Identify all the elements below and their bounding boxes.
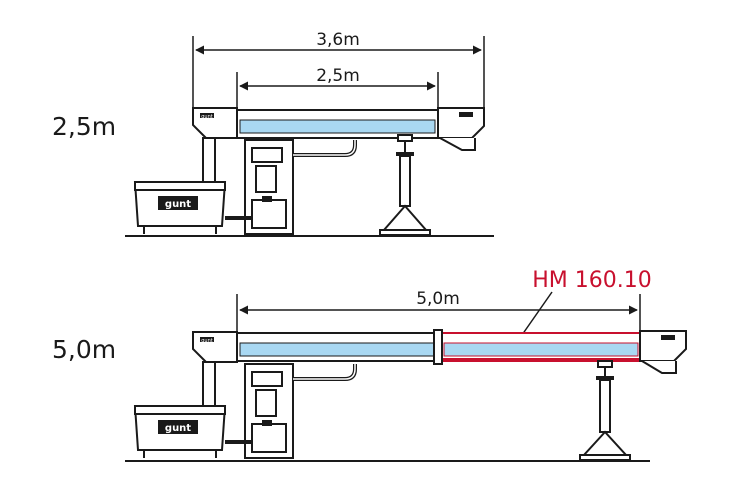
brand-label-inlet-bottom: gunt: [201, 338, 213, 344]
stand-top: [379, 134, 431, 236]
row-label-top: 2,5m: [52, 112, 116, 141]
inlet-tank-top: gunt: [192, 107, 238, 185]
channel-joint: [433, 329, 443, 365]
dimension-length-bottom: 5,0m: [236, 289, 641, 332]
channel-extension: [441, 332, 641, 362]
outlet-tank-top: [437, 107, 485, 151]
brand-label-inlet-top: gunt: [201, 114, 213, 120]
stand-bottom: [579, 360, 631, 461]
outlet-tank-bottom: [639, 330, 687, 374]
channel-bottom-base: [236, 332, 439, 362]
channel-top: [236, 109, 439, 139]
sump-tank-top: gunt: [133, 181, 252, 234]
dim-length-label: 5,0m: [416, 289, 460, 309]
inlet-tank-bottom: gunt: [192, 331, 238, 409]
dimension-inner-top: 2,5m: [236, 66, 439, 110]
pump-frame-bottom: [244, 363, 357, 459]
dim-inner-label: 2,5m: [316, 66, 360, 86]
pump-frame-top: [244, 139, 357, 235]
bottom-assembly: 5,0m 5,0m HM 160.10 gunt: [52, 268, 687, 462]
brand-label-sump-bottom: gunt: [165, 423, 191, 434]
top-assembly: 2,5m 3,6m 2,5m gunt: [52, 30, 494, 237]
sump-tank-bottom: gunt: [133, 405, 252, 458]
dimension-outer-top: 3,6m: [192, 30, 485, 108]
brand-label-sump-top: gunt: [165, 199, 191, 210]
row-label-bottom: 5,0m: [52, 335, 116, 364]
extension-label: HM 160.10: [532, 268, 652, 293]
dim-outer-label: 3,6m: [316, 30, 360, 50]
